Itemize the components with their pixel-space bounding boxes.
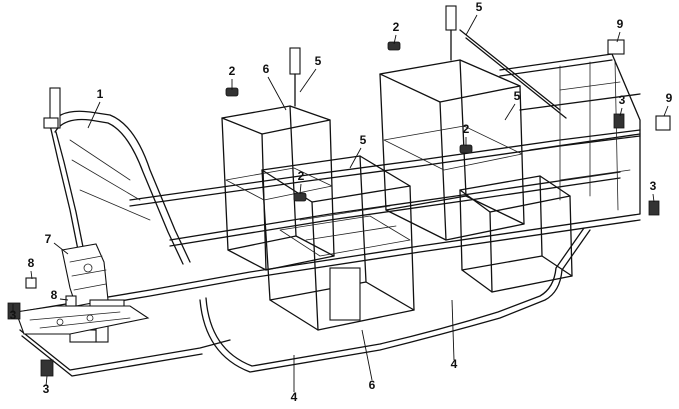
mount-nuts — [225, 41, 473, 202]
small-blocks — [25, 277, 77, 307]
callout-label-c5a: 5 — [315, 54, 322, 68]
callout-label-c7: 7 — [45, 232, 52, 246]
callout-leader-c8b — [59, 298, 69, 301]
callout-leader-c1 — [87, 101, 101, 129]
callout-leader-c5c — [504, 103, 516, 121]
callout-leader-c3a — [619, 107, 623, 117]
left-seat-cage — [221, 47, 335, 271]
callout-label-c1: 1 — [97, 87, 104, 101]
callout-label-c2a: 2 — [229, 64, 236, 78]
callout-leader-c6b — [361, 329, 373, 381]
callout-label-c8a: 8 — [28, 256, 35, 270]
callout-label-c4b: 4 — [451, 357, 458, 371]
callout-leader-c9a — [616, 31, 621, 43]
callout-label-c9b: 9 — [666, 91, 673, 105]
callout-leader-c5a — [299, 68, 317, 93]
callout-label-c5b: 5 — [476, 0, 483, 14]
rear-cargo-frame — [499, 53, 641, 215]
callout-leader-c8a — [30, 270, 33, 280]
callout-leader-c9b — [663, 105, 669, 117]
callout-label-c3a: 3 — [619, 93, 626, 107]
callout-label-c4a: 4 — [291, 390, 298, 404]
callout-label-c3d: 3 — [43, 382, 50, 396]
center-seat-cage — [261, 155, 415, 331]
callout-leader-c5b — [465, 14, 478, 36]
callout-leader-c7 — [53, 242, 69, 255]
rear-brackets — [607, 39, 671, 131]
callout-leader-c6a — [267, 76, 287, 111]
callout-leader-c2d — [299, 183, 302, 195]
right-seat-cage — [379, 5, 567, 241]
callout-label-c3c: 3 — [10, 308, 17, 322]
callout-label-c8b: 8 — [51, 288, 58, 302]
callout-label-c9a: 9 — [617, 17, 624, 31]
front-hoop — [43, 87, 191, 265]
callout-label-c6a: 6 — [263, 62, 270, 76]
callout-leader-c4b — [451, 299, 455, 361]
callout-leader-c5d — [349, 147, 362, 169]
callout-label-c2c: 2 — [463, 122, 470, 136]
callout-leader-c3b — [652, 193, 655, 203]
rear-box — [459, 175, 573, 293]
callout-label-c5c: 5 — [514, 89, 521, 103]
callout-leader-c2b — [393, 34, 397, 45]
callout-label-c3b: 3 — [650, 179, 657, 193]
callout-leader-c3d — [45, 375, 48, 387]
callout-label-c5d: 5 — [360, 133, 367, 147]
front-skid — [15, 305, 150, 335]
callout-label-c2d: 2 — [298, 169, 305, 183]
pads — [7, 113, 660, 377]
callout-label-c6b: 6 — [369, 378, 376, 392]
callout-label-c2b: 2 — [393, 20, 400, 34]
